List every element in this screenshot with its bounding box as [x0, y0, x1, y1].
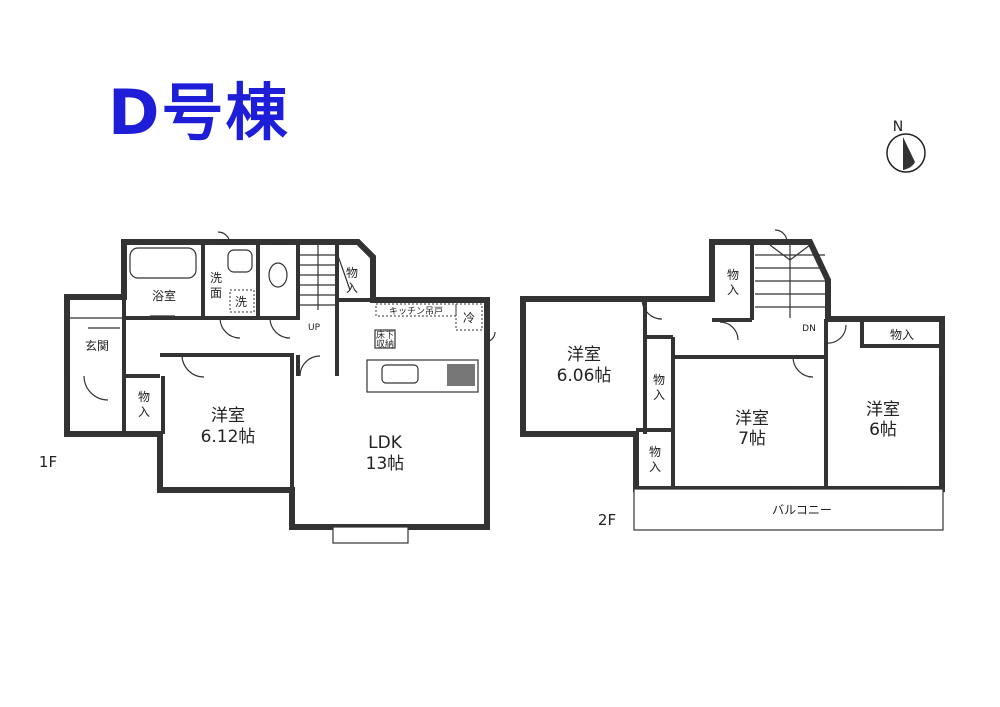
fridge-label: 冷 [463, 311, 475, 325]
storage-hall-label: 物 [138, 390, 150, 404]
storage-mid-label: 物 [653, 373, 665, 387]
kitchen-cabinet-label: キッチン吊戸 [389, 306, 443, 317]
storage-stairs-label-2: 入 [346, 281, 358, 295]
stove-icon [447, 364, 475, 386]
sink-icon [227, 249, 253, 273]
washer-label: 洗 [235, 295, 247, 309]
floor1-label: 1F [39, 453, 57, 471]
bathtub-icon [129, 247, 197, 279]
fridge-space [455, 303, 483, 331]
balcony-label: バルコニー [772, 503, 832, 517]
entrance-label: 玄関 [85, 338, 109, 353]
north-arrow-icon: N [886, 119, 926, 173]
stairs-up-label: UP [308, 323, 321, 333]
underfloor-label: 床下 [376, 329, 394, 341]
floor2-outer-wall [520, 239, 945, 492]
underfloor-label-2: 収納 [376, 338, 394, 350]
washroom-label-2: 面 [210, 286, 222, 300]
underfloor-storage [374, 329, 396, 349]
ldk-size: 13帖 [366, 454, 405, 474]
floor-2: 洋室 6.06帖 洋室 7帖 洋室 6帖 物 入 物 入 物 入 物入 DN バ… [520, 229, 945, 531]
compass-label: N [893, 119, 903, 135]
floor2-label: 2F [598, 511, 616, 529]
storage-top-label-2: 入 [727, 283, 739, 297]
east-room-label: 洋室 [866, 400, 900, 420]
storage-stairs-label: 物 [346, 266, 358, 280]
storage-low-label-2: 入 [649, 460, 661, 474]
west-room-label: 洋室 [567, 345, 601, 365]
floor2-interior-walls [636, 242, 942, 489]
storage-east-label: 物入 [890, 328, 914, 342]
ldk-label: LDK [368, 433, 403, 453]
storage-top-label: 物 [727, 268, 739, 282]
washroom-label: 洗 [210, 271, 222, 285]
storage-mid-label-2: 入 [653, 388, 665, 402]
stairs-2f [755, 244, 825, 318]
toilet-icon [268, 262, 288, 288]
floor1-interior-walls [122, 242, 373, 490]
building-title: D号棟 [108, 76, 290, 149]
stairs-1f [300, 245, 351, 310]
bath-label: 浴室 [152, 288, 176, 303]
washer-space [229, 289, 255, 313]
bay-window [332, 526, 409, 544]
stairs-down-label: DN [802, 324, 816, 334]
storage-hall-label-2: 入 [138, 405, 150, 419]
storage-low-label: 物 [649, 445, 661, 459]
balcony [633, 488, 944, 531]
western-room-size: 6.12帖 [201, 427, 256, 447]
center-room-label: 洋室 [735, 409, 769, 429]
west-room-size: 6.06帖 [557, 366, 612, 386]
kitchen-sink-icon [381, 364, 419, 384]
center-room-size: 7帖 [738, 429, 766, 449]
floor-1: 浴室 洗 面 洗 玄関 物 入 物 入 洋室 6.12帖 LDK 13帖 UP … [39, 231, 496, 544]
east-room-size: 6帖 [869, 420, 897, 440]
western-room-label: 洋室 [211, 406, 245, 426]
